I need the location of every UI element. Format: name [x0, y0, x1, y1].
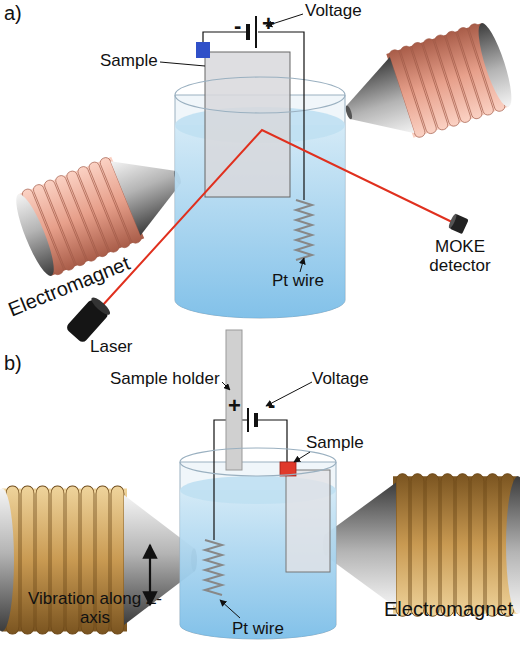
part-label: Electromagnet	[5, 252, 133, 321]
pt-wire-coil	[296, 200, 312, 260]
part-label: MOKE detector	[420, 238, 500, 275]
part-label: Pt wire	[272, 272, 324, 291]
battery	[203, 16, 304, 200]
part-label: Pt wire	[232, 620, 284, 639]
part-label: Sample	[100, 52, 158, 71]
part-label: Voltage	[312, 370, 369, 389]
leader-line	[222, 382, 230, 390]
electromagnet	[0, 486, 197, 634]
part-label: Vibration along Z-axis	[20, 590, 170, 627]
panel-label: b)	[4, 352, 22, 374]
polarity-sign: +	[262, 12, 275, 36]
part-label: Electromagnet	[384, 598, 513, 620]
leader-line	[160, 62, 205, 66]
electromagnet	[323, 474, 520, 617]
moke-detector	[447, 213, 468, 234]
electromagnet	[333, 19, 519, 157]
beaker-rim	[175, 77, 345, 113]
battery	[214, 408, 287, 540]
beaker-rim	[180, 448, 336, 476]
electromagnet	[9, 134, 197, 281]
part-label: Laser	[90, 338, 133, 357]
polarity-sign: -	[234, 14, 241, 38]
beaker	[180, 462, 336, 639]
pt-wire-coil	[205, 540, 222, 595]
part-label: Sample holder	[110, 370, 220, 389]
part-label: Voltage	[305, 2, 362, 21]
leader-line	[294, 452, 310, 462]
leader-line	[220, 600, 240, 618]
leader-line	[300, 258, 304, 272]
polarity-sign: +	[228, 394, 241, 418]
laser-beam	[102, 130, 452, 306]
polarity-sign: -	[268, 393, 275, 417]
electrode-clip	[196, 42, 210, 58]
electrode-plate	[286, 470, 330, 572]
sample-plate	[205, 52, 290, 197]
laser-body	[65, 295, 112, 344]
panel-label: a)	[4, 2, 22, 24]
part-label: Sample	[306, 434, 364, 453]
